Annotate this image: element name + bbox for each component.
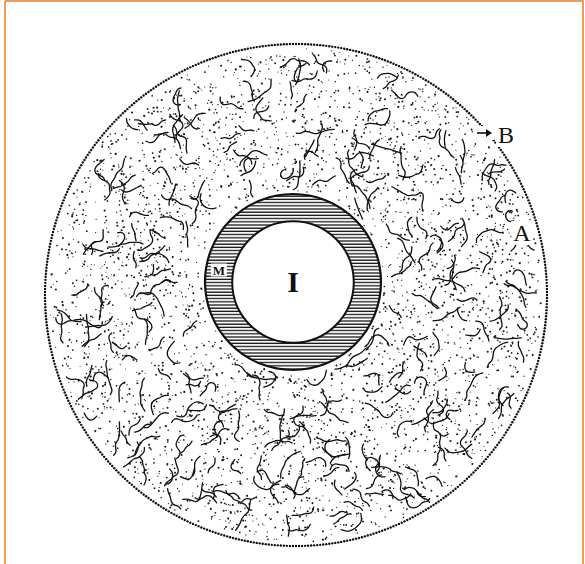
- part-label: B: [496, 123, 516, 147]
- frame-border: [5, 1, 584, 564]
- hatched-ring: [205, 194, 381, 370]
- pointer-arrow: [474, 126, 494, 140]
- dotted-outline: [44, 43, 548, 547]
- ring-label: M: [211, 264, 227, 277]
- stipple-dots: [50, 48, 542, 542]
- part-letter: I: [287, 265, 299, 299]
- wavy-fibres: [56, 54, 537, 536]
- part-label: A: [511, 221, 532, 245]
- inner-circle: I: [231, 220, 355, 344]
